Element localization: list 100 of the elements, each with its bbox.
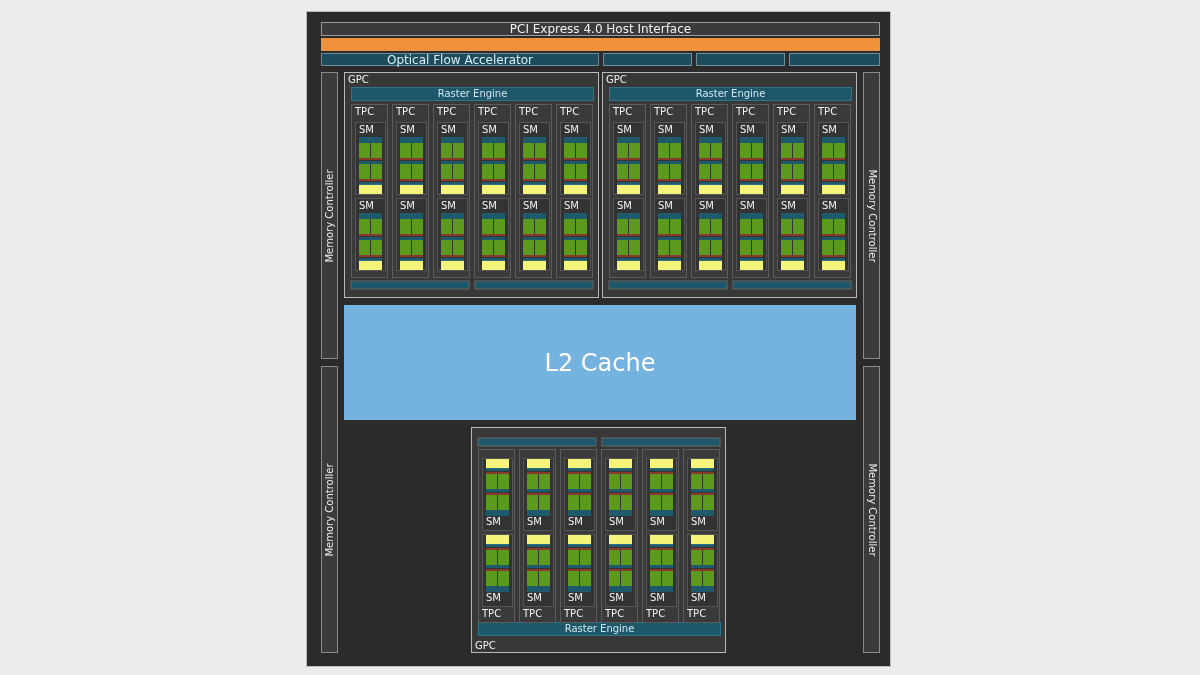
block-label: SM (658, 125, 673, 135)
tpc-box (642, 449, 679, 623)
sm-box (355, 122, 386, 195)
sm-box (777, 198, 808, 271)
block-label: TPC (605, 609, 625, 619)
block-label: TPC (654, 107, 674, 117)
sm-box (560, 122, 591, 195)
block-label: SM (609, 593, 624, 603)
tpc-box (691, 104, 728, 278)
block-label: Optical Flow Accelerator (387, 53, 533, 66)
block-label: SM (482, 125, 497, 135)
interface-bar (321, 22, 880, 36)
block-label: SM (568, 517, 583, 527)
sm-box (736, 122, 767, 195)
tpc-box (773, 104, 810, 278)
engine-bar (789, 53, 880, 66)
block-label: TPC (695, 107, 715, 117)
block-label: SM (523, 125, 538, 135)
block-label: TPC (396, 107, 416, 117)
sm-box (396, 122, 427, 195)
sm-box (613, 198, 644, 271)
sm-box (605, 458, 636, 531)
sm-box (777, 122, 808, 195)
sm-box (646, 458, 677, 531)
memory-controller-box (321, 72, 338, 359)
block-label: SM (781, 201, 796, 211)
block-label: TPC (437, 107, 457, 117)
tpc-box (732, 104, 769, 278)
tpc-box (351, 104, 388, 278)
block-label: SM (441, 201, 456, 211)
sm-box (355, 198, 386, 271)
block-label: SM (359, 125, 374, 135)
sm-box (396, 198, 427, 271)
block-label: SM (564, 201, 579, 211)
block-label: TPC (777, 107, 797, 117)
engine-bar (321, 53, 599, 66)
block-label: SM (617, 201, 632, 211)
block-label: SM (617, 125, 632, 135)
block-label: Raster Engine (437, 89, 508, 99)
block-label: TPC (482, 609, 502, 619)
block-label: TPC (478, 107, 498, 117)
tpc-box (683, 449, 720, 623)
sm-box (605, 534, 636, 607)
sm-box (818, 122, 849, 195)
tpc-box (474, 104, 511, 278)
tpc-box (519, 449, 556, 623)
block-label: SM (740, 201, 755, 211)
gpc-box (471, 427, 726, 653)
block-label: SM (650, 517, 665, 527)
block-label: GPC (606, 75, 627, 85)
block-label: SM (359, 201, 374, 211)
gpc-box (344, 72, 599, 298)
sm-box (564, 458, 595, 531)
engine-bar (603, 53, 692, 66)
block-label: TPC (646, 609, 666, 619)
block-label: SM (609, 517, 624, 527)
block-label: SM (650, 593, 665, 603)
block-label: Raster Engine (695, 89, 766, 99)
block-label: TPC (613, 107, 633, 117)
block-label: Memory Controller (866, 169, 877, 262)
sm-box (654, 198, 685, 271)
sm-box (519, 122, 550, 195)
sm-box (523, 534, 554, 607)
sm-box (560, 198, 591, 271)
block-label: TPC (564, 609, 584, 619)
tpc-box (609, 104, 646, 278)
block-label: SM (691, 517, 706, 527)
sm-box (482, 534, 513, 607)
tpc-box (478, 449, 515, 623)
sm-box (478, 122, 509, 195)
block-label: L2 Cache (544, 350, 656, 375)
block-label: TPC (560, 107, 580, 117)
gpc-box (602, 72, 857, 298)
sm-box (695, 122, 726, 195)
engine-bar (696, 53, 785, 66)
tpc-box (392, 104, 429, 278)
block-label: TPC (736, 107, 756, 117)
sm-box (564, 534, 595, 607)
memory-controller-box (863, 72, 880, 359)
block-label: SM (691, 593, 706, 603)
sm-box (482, 458, 513, 531)
tpc-box (560, 449, 597, 623)
sm-box (818, 198, 849, 271)
tpc-box (556, 104, 593, 278)
block-label: PCI Express 4.0 Host Interface (509, 23, 692, 35)
block-label: SM (482, 201, 497, 211)
block-label: SM (822, 125, 837, 135)
raster-engine-bar (351, 87, 594, 101)
sm-box (478, 198, 509, 271)
sm-box (437, 122, 468, 195)
block-label: GPC (475, 641, 496, 651)
sm-box (613, 122, 644, 195)
block-label: GPC (348, 75, 369, 85)
sm-box (736, 198, 767, 271)
block-label: SM (486, 517, 501, 527)
block-label: SM (822, 201, 837, 211)
sm-box (437, 198, 468, 271)
block-label: SM (740, 125, 755, 135)
raster-engine-bar (609, 87, 852, 101)
cache-block (344, 305, 856, 420)
